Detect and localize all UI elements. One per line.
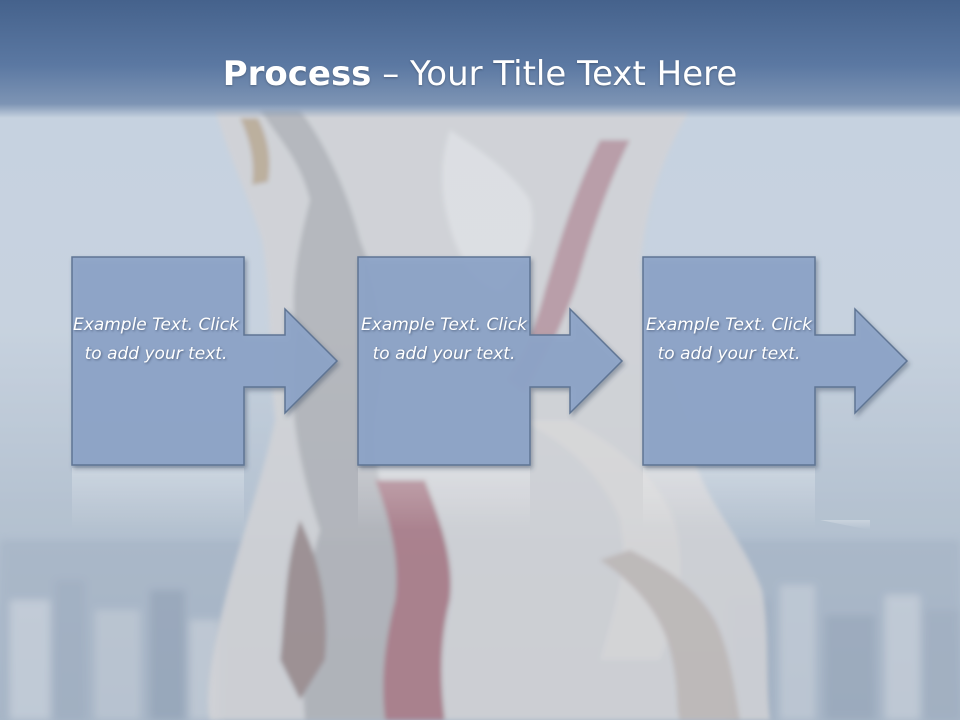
title-bold: Process [222, 54, 372, 94]
process-step-3-text[interactable]: Example Text. Click to add your text. [646, 315, 812, 364]
process-step-2-text[interactable]: Example Text. Click to add your text. [361, 315, 527, 364]
title-bar [0, 0, 960, 118]
process-step-1-shape[interactable] [71, 256, 339, 466]
title-rest: – Your Title Text Here [371, 54, 738, 94]
process-step-2-shape[interactable] [357, 256, 624, 466]
slide-title[interactable]: Process – Your Title Text Here [0, 52, 960, 96]
process-step-1-text[interactable]: Example Text. Click to add your text. [73, 315, 239, 364]
process-step-3-shape[interactable] [642, 256, 909, 466]
